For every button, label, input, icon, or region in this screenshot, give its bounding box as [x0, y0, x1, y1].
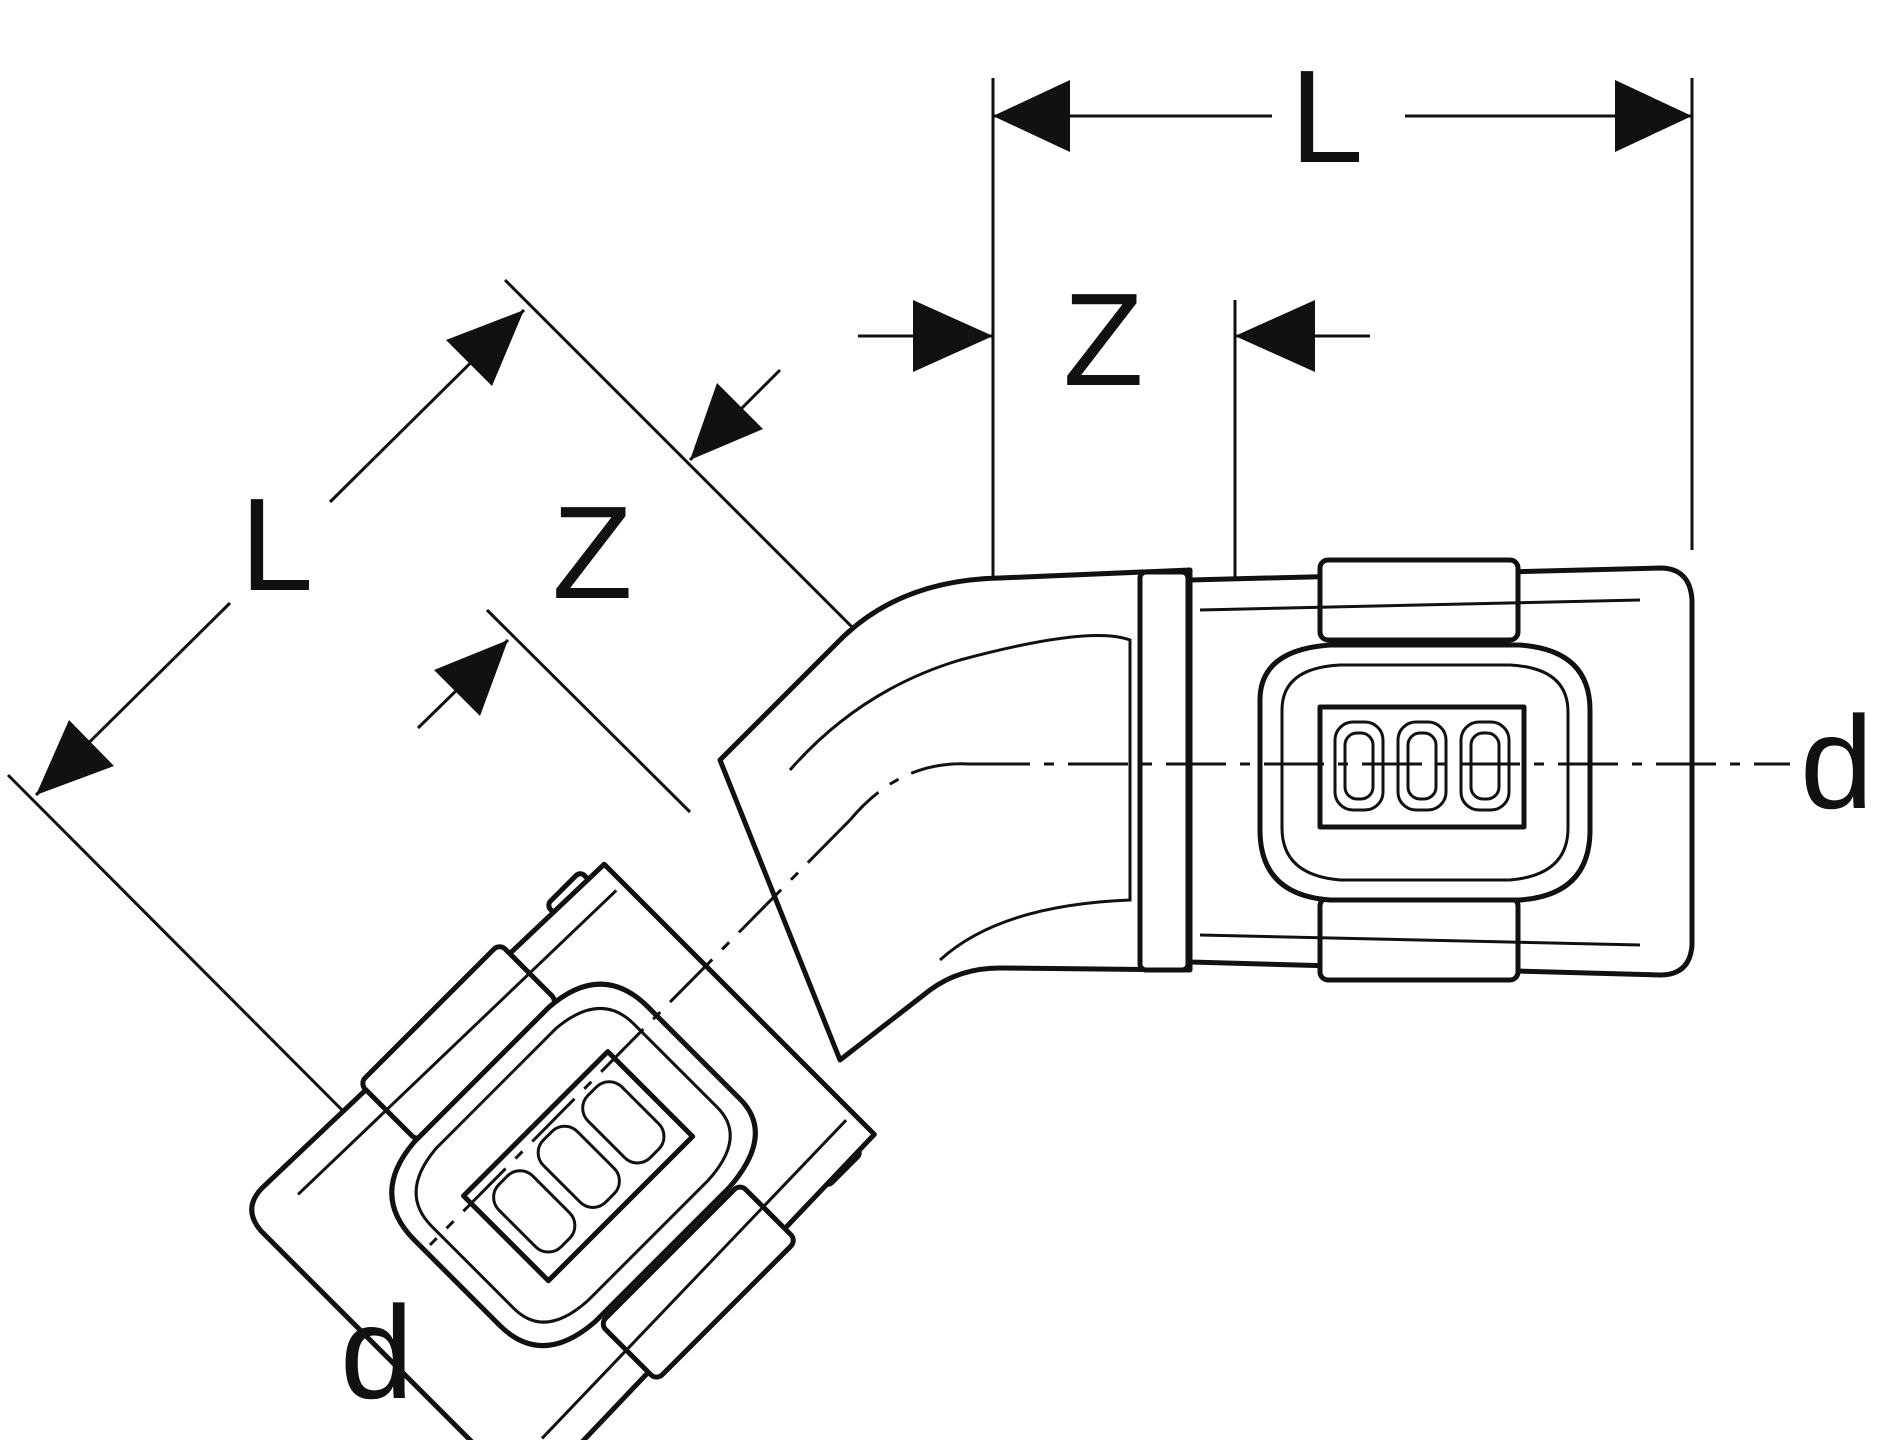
bottom-diameter-label: d — [340, 1279, 413, 1426]
top-length-label: L — [1290, 43, 1363, 190]
left-length-label: L — [240, 471, 313, 618]
right-coupling — [1187, 557, 1695, 983]
elbow-shell — [717, 567, 1193, 1063]
left-extension-z — [485, 608, 692, 814]
elbow-inner-contour — [788, 634, 1132, 962]
left-insertion-arrow-lower — [434, 640, 508, 716]
right-terminal-pin-2 — [1396, 720, 1448, 812]
top-dimension-group: L Z — [858, 43, 1694, 740]
left-centerline — [428, 818, 852, 1247]
left-terminal-window — [461, 1049, 696, 1284]
right-diameter-label: d — [1800, 689, 1873, 836]
elbow-centerline — [848, 762, 971, 821]
left-rib-bottom — [297, 889, 618, 1196]
right-terminal-pin-1-inner — [1343, 731, 1375, 801]
top-insertion-arrow-left — [913, 300, 993, 372]
right-terminal-window — [1317, 704, 1527, 830]
right-upper-clamp — [1317, 557, 1521, 643]
right-terminal-pin-1 — [1333, 720, 1385, 812]
left-terminal-pin-2 — [536, 1124, 621, 1210]
right-terminal-pin-3 — [1459, 720, 1511, 812]
right-terminal-pin-3-inner — [1469, 731, 1501, 801]
elbow-fitting — [249, 557, 1790, 1440]
left-upper-clamp — [600, 1184, 796, 1380]
top-insertion-label: Z — [1063, 266, 1144, 413]
right-rib-top — [1199, 598, 1641, 612]
top-length-arrow-left — [993, 80, 1070, 152]
right-terminal-inner — [1280, 663, 1570, 882]
left-rib-top — [540, 1119, 848, 1440]
left-insertion-arrow-upper — [690, 383, 763, 460]
left-terminal-pin-3 — [492, 1169, 577, 1254]
left-length-arrow-lower — [36, 720, 114, 795]
left-length-arrow-upper — [446, 310, 524, 386]
left-terminal-pin-1 — [581, 1080, 666, 1165]
right-terminal-pin-2-inner — [1406, 731, 1438, 801]
left-extension-outer — [6, 773, 354, 1122]
right-flange-ring — [1137, 569, 1191, 973]
right-rib-bottom — [1199, 933, 1641, 947]
top-insertion-arrow-right — [1235, 300, 1315, 372]
left-dimension-group: L Z — [6, 278, 987, 1122]
top-length-arrow-right — [1615, 80, 1692, 152]
left-coupling — [249, 861, 877, 1440]
left-insertion-label: Z — [552, 479, 633, 626]
left-terminal-inner — [414, 1006, 732, 1324]
